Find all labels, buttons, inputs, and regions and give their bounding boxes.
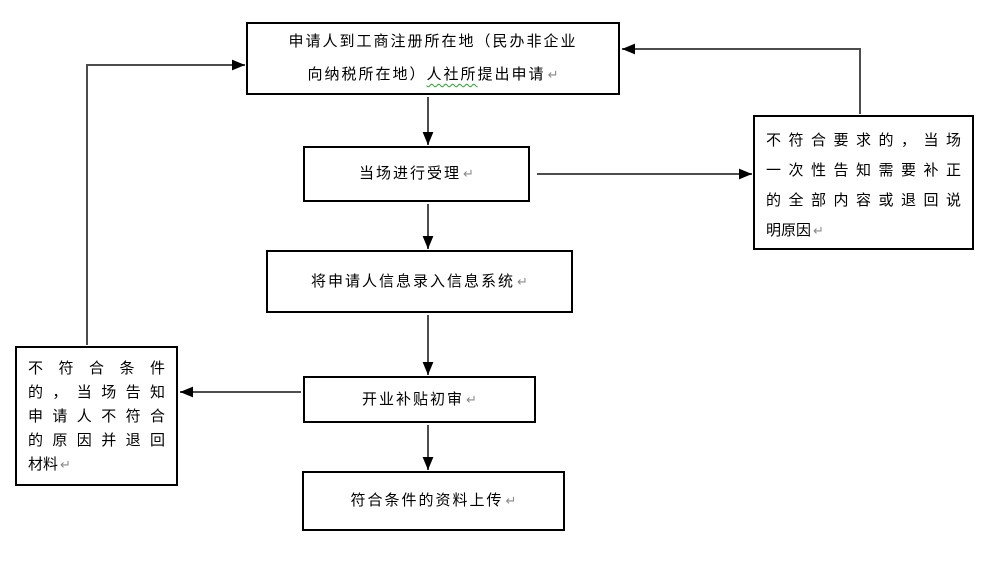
paragraph-mark: ↵ bbox=[505, 494, 517, 509]
node-review-text: 开业补贴初审 bbox=[362, 389, 465, 408]
node-accept-label: 当场进行受理↵ bbox=[359, 157, 474, 191]
paragraph-mark: ↵ bbox=[60, 458, 71, 473]
paragraph-mark: ↵ bbox=[517, 274, 528, 290]
node-notify-left-line5: 材料↵ bbox=[28, 452, 165, 478]
node-upload-text: 符合条件的资料上传 bbox=[350, 491, 504, 509]
paragraph-mark: ↵ bbox=[547, 68, 559, 83]
node-notify-left-line5-text: 材料 bbox=[28, 455, 59, 473]
node-upload: 符合条件的资料上传↵ bbox=[302, 471, 565, 531]
node-notify-right-line1: 不符合要求的，当场 bbox=[766, 131, 961, 149]
node-apply-line2: 向纳税所在地）人社所提出申请↵ bbox=[308, 58, 559, 92]
arrow-notify-left-to-apply bbox=[86, 59, 245, 345]
paragraph-mark: ↵ bbox=[463, 167, 474, 182]
node-apply-line1: 申请人到工商注册所在地（民办非企业 bbox=[288, 32, 578, 50]
node-notify-right: 不符合要求的，当场 一次性告知需要补正 的全部内容或退回说 明原因↵ bbox=[753, 115, 974, 250]
node-apply-line2-pre: 向纳税所在地） bbox=[307, 65, 427, 83]
spellcheck-underline-text: 人社所 bbox=[426, 65, 478, 83]
node-notify-left: 不符合条件 的，当场告知 申请人不符合 的原因并退回 材料↵ bbox=[15, 346, 178, 486]
paragraph-mark: ↵ bbox=[466, 392, 477, 408]
node-accept-text: 当场进行受理 bbox=[359, 164, 462, 182]
node-notify-left-line4: 的原因并退回 bbox=[28, 431, 165, 449]
node-notify-right-line2: 一次性告知需要补正 bbox=[766, 161, 961, 179]
node-accept: 当场进行受理↵ bbox=[303, 146, 530, 202]
node-review: 开业补贴初审↵ bbox=[303, 376, 536, 423]
node-input-text: 将申请人信息录入信息系统 bbox=[311, 271, 516, 290]
node-notify-right-line4-text: 明原因 bbox=[766, 221, 812, 239]
node-input: 将申请人信息录入信息系统↵ bbox=[266, 250, 573, 313]
paragraph-mark: ↵ bbox=[813, 224, 824, 239]
node-upload-label: 符合条件的资料上传↵ bbox=[351, 484, 517, 518]
node-apply: 申请人到工商注册所在地（民办非企业 向纳税所在地）人社所提出申请↵ bbox=[246, 22, 620, 95]
arrow-notify-right-to-apply bbox=[622, 43, 861, 114]
node-notify-right-line3: 的全部内容或退回说 bbox=[766, 191, 961, 209]
node-input-label: 将申请人信息录入信息系统↵ bbox=[311, 265, 528, 299]
node-notify-left-line2: 的，当场告知 bbox=[28, 383, 165, 401]
node-notify-right-line4: 明原因↵ bbox=[766, 215, 961, 247]
node-apply-line2-post: 提出申请 bbox=[477, 65, 546, 83]
node-notify-left-line3: 申请人不符合 bbox=[28, 407, 165, 425]
node-notify-left-line1: 不符合条件 bbox=[28, 359, 165, 377]
node-review-label: 开业补贴初审↵ bbox=[362, 383, 477, 417]
